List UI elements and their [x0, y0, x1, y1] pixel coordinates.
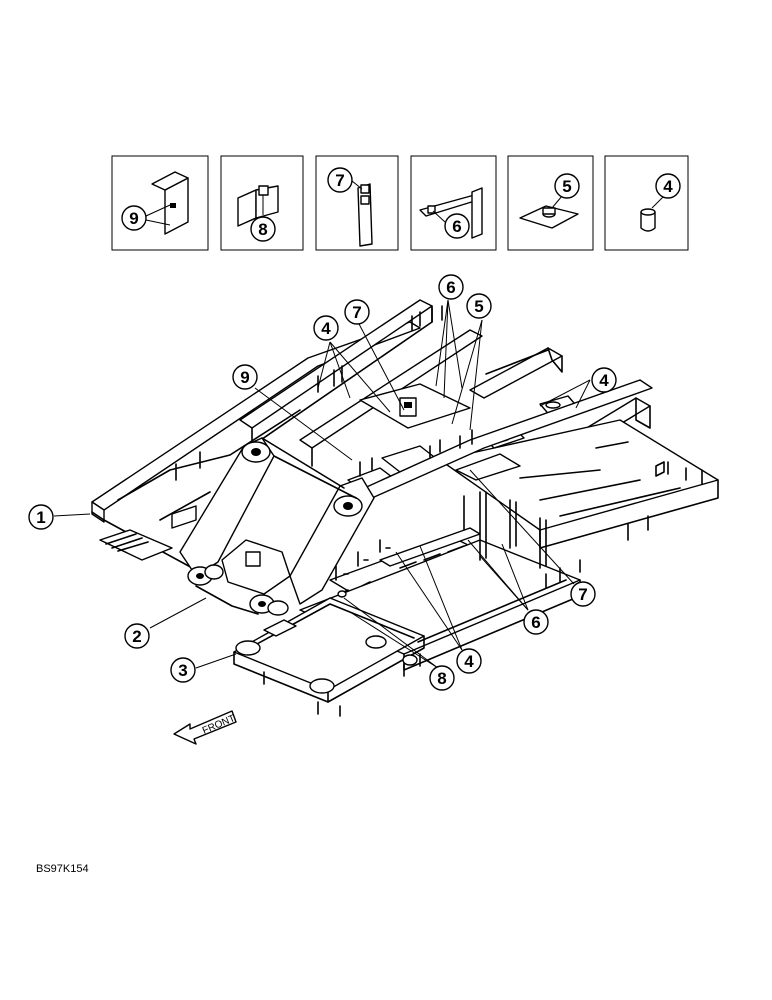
inset-panel-6	[410, 155, 497, 251]
svg-text:8: 8	[258, 220, 267, 239]
callout-6-inset: 6	[444, 213, 470, 239]
callout-1: 1	[28, 504, 54, 530]
svg-text:4: 4	[464, 652, 474, 671]
leader-lines	[53, 299, 591, 669]
svg-text:7: 7	[352, 303, 361, 322]
callout-5: 5	[466, 293, 492, 319]
callout-8-inset: 8	[250, 216, 276, 242]
svg-text:9: 9	[240, 368, 249, 387]
callout-4-inset: 4	[655, 173, 681, 199]
figure-code: BS97K154	[36, 863, 89, 875]
svg-text:6: 6	[446, 278, 455, 297]
front-arrow: FRONT	[173, 710, 237, 745]
callout-8: 8	[429, 665, 455, 691]
inset-panels	[111, 155, 689, 251]
callout-3: 3	[170, 657, 196, 683]
svg-text:5: 5	[474, 297, 483, 316]
svg-text:4: 4	[663, 177, 673, 196]
callout-6-upper: 6	[438, 274, 464, 300]
main-callouts: 1 2 3 4 4 4 5 6	[28, 274, 617, 691]
svg-text:4: 4	[321, 319, 331, 338]
svg-text:5: 5	[562, 177, 571, 196]
svg-text:1: 1	[36, 508, 45, 527]
inset-callouts: 9 8 7 6 5 4	[121, 167, 681, 242]
inset-panel-7	[315, 155, 399, 251]
callout-7-lower: 7	[570, 581, 596, 607]
svg-text:4: 4	[599, 371, 609, 390]
inset-panel-8	[220, 155, 304, 251]
svg-text:9: 9	[129, 209, 138, 228]
callout-4-upper-left: 4	[313, 315, 339, 341]
callout-4-right: 4	[591, 367, 617, 393]
svg-text:6: 6	[531, 613, 540, 632]
svg-text:7: 7	[335, 171, 344, 190]
callout-9: 9	[232, 364, 258, 390]
inset-panel-5	[507, 155, 594, 251]
svg-text:2: 2	[132, 627, 141, 646]
callout-2: 2	[124, 623, 150, 649]
callout-5-inset: 5	[554, 173, 580, 199]
callout-6-lower: 6	[523, 609, 549, 635]
svg-text:8: 8	[437, 669, 446, 688]
inset-panel-4	[604, 155, 689, 251]
callout-9-inset: 9	[121, 205, 147, 231]
svg-text:7: 7	[578, 585, 587, 604]
callout-7-inset: 7	[327, 167, 353, 193]
svg-text:3: 3	[178, 661, 187, 680]
frame-assembly	[91, 299, 719, 717]
callout-4-lower: 4	[456, 648, 482, 674]
callout-7-upper: 7	[344, 299, 370, 325]
inset-panel-9	[111, 155, 209, 251]
svg-text:6: 6	[452, 217, 461, 236]
